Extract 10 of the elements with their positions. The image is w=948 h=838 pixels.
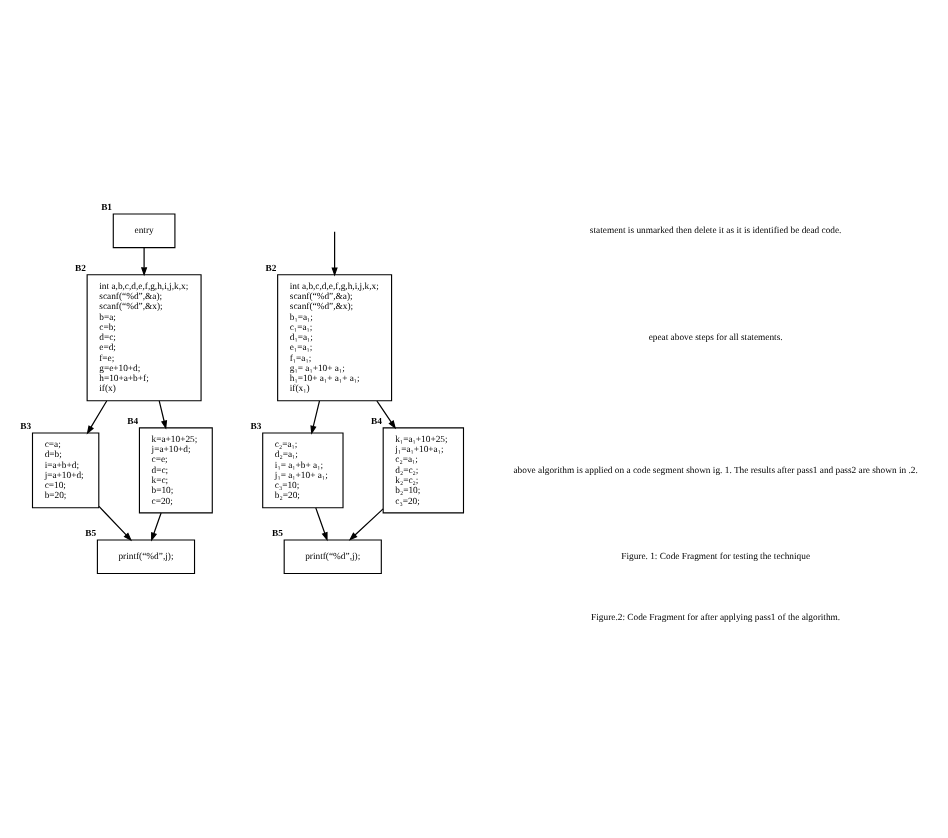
arrow [348,508,384,541]
arrow [315,507,328,542]
arrow [331,231,338,277]
arrow [158,400,168,430]
arrow [310,400,321,435]
arrow [86,400,108,435]
arrow [376,400,397,430]
arrow [151,512,162,542]
arrow [140,247,148,277]
arrow [98,505,133,542]
